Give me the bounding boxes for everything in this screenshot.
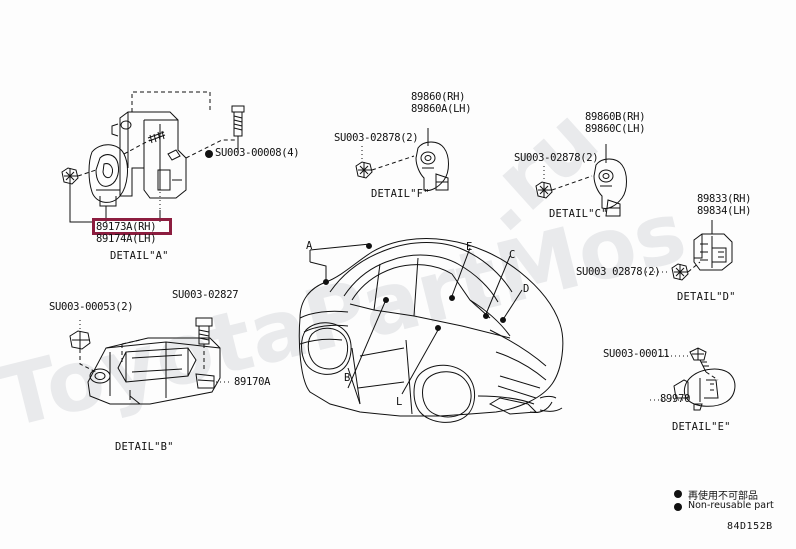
detail-f-sensor [416,142,449,191]
label-part-89970: 89970 [660,393,691,405]
label-part-89860-rh: 89860(RH) [411,91,466,103]
nonreusable-bullet-icon-legend-en [674,503,682,511]
detail-a-inner-screw [148,131,165,143]
legend-japanese: 再使用不可部品 [688,491,758,502]
callout-letter-e: E [466,241,473,253]
label-detail-d-fastener: SU003 02878(2) [576,266,661,278]
detail-c-sensor [594,159,627,216]
label-detail-b-fastener-right: SU003-02827 [172,289,239,301]
detail-f-nut [356,162,372,178]
detail-a-part-89173a [89,145,127,206]
label-detail-b-fastener-left: SU003-00053(2) [49,301,134,313]
label-part-89173a: 89173A(RH) [96,221,157,233]
detail-e-bolt [690,348,709,372]
callout-letter-d: D [523,283,530,295]
caption-detail-e: DETAIL"E" [672,421,731,433]
detail-b-ecu [88,338,220,404]
label-detail-c-fastener: SU003-02878(2) [514,152,599,164]
drawing-number: 84D152B [727,521,773,532]
detail-b-right-bolt [196,318,212,372]
detail-a-left-nut [62,168,78,184]
detail-b-left-nut [70,331,90,349]
detail-d-sensor [694,234,732,270]
label-part-89174a: 89174A(LH) [96,233,157,245]
label-part-89834-lh: 89834(LH) [697,205,752,217]
caption-detail-a: DETAIL"A" [110,250,169,262]
caption-detail-b: DETAIL"B" [115,441,174,453]
caption-detail-c: DETAIL"C" [549,208,608,220]
nonreusable-bullet-icon-legend-jp [674,490,682,498]
label-detail-f-fastener: SU003-02878(2) [334,132,419,144]
detail-c-nut [536,182,552,198]
label-part-89860c-lh: 89860C(LH) [585,123,646,135]
label-detail-a-fastener: SU003-00008(4) [215,147,300,159]
caption-detail-f: DETAIL"F" [371,188,430,200]
detail-d-nut [672,264,688,280]
label-part-89833-rh: 89833(RH) [697,193,752,205]
detail-e-sensor [674,369,735,410]
callout-letter-l: L [396,396,403,408]
nonreusable-bullet-icon-a [205,150,213,158]
caption-detail-d: DETAIL"D" [677,291,736,303]
highlight-box-89173a [92,218,172,235]
callout-letter-b: B [344,372,351,384]
callout-letter-c: C [509,249,516,261]
label-detail-e-fastener: SU003-00011 [603,348,670,360]
legend-english: Non-reusable part [688,500,774,511]
label-part-89860a-lh: 89860A(LH) [411,103,472,115]
callout-leaders [310,244,522,395]
vehicle-illustration [299,239,563,423]
detail-a-right-screw [232,106,244,154]
detail-a-bracket [112,112,186,198]
callout-letter-a: A [306,240,313,252]
label-part-89170a: 89170A [234,376,271,388]
label-part-89860b-rh: 89860B(RH) [585,111,646,123]
